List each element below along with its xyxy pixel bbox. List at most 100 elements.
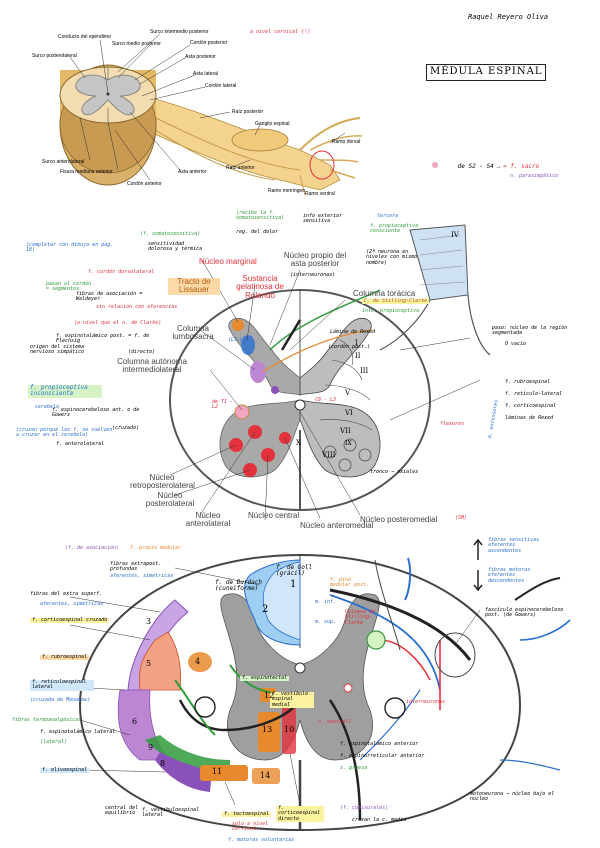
- label-nucleo-anterolateral: Núcleo anterolateral: [185, 511, 231, 529]
- label-nucleo-posterolateral: Núcleo posterolateral: [145, 491, 195, 509]
- legend-fibras-sensitivas: fibras sensitivas aferentes ascendentes: [488, 537, 540, 554]
- label-solo-nivel: solo a nivel cervical: [232, 821, 269, 833]
- label-b-grueso: s. gruesa: [340, 765, 368, 771]
- label-neurona-2: (2ª neurona en niveles con mismo nombre): [366, 249, 418, 266]
- label-raiz-anterior: Raíz anterior: [226, 165, 255, 171]
- tract-number: 13: [262, 725, 273, 734]
- label-l3-5: (L3-L5): [228, 337, 250, 343]
- label-columna-autonoma: Columna autónoma intermediolateral: [117, 357, 187, 375]
- label-fisura-media-ant: Fisura mediana anterior: [60, 169, 113, 175]
- label-surco-anterolateral: Surco anterolateral: [42, 159, 85, 165]
- lamina-numeral: VI: [345, 409, 353, 417]
- label-fibras-extra-post: fibras extrapost. profundas: [110, 561, 162, 573]
- label-conducto-ependimo: Conducto del epéndimo: [58, 34, 111, 40]
- label-surco-int-post: Surco intermedio posterior: [150, 29, 209, 35]
- label-cruzan: cruzan la c. media: [352, 817, 407, 823]
- label-tracto-reticulo: (cruzada de Monakow): [30, 697, 91, 703]
- label-motoneurona: motoneurona → núcleo bajo el núcleo: [470, 791, 555, 803]
- label-tercera: tercera: [377, 213, 399, 219]
- label-ganglio-espinal: Ganglio espinal: [255, 121, 290, 127]
- label-f-motoras: f. motoras voluntarias: [228, 837, 295, 843]
- lamina-numeral: V: [345, 389, 351, 397]
- tract-number: 1: [290, 579, 297, 590]
- label-central-equilibrio: central del equilibrio: [105, 805, 139, 817]
- label-nucleo-propio: Núcleo propio del asta posterior: [283, 251, 347, 269]
- label-reticuloespinal: f. reticuloespinal lateral: [30, 679, 94, 691]
- label-raiz-posterior: Raíz posterior: [232, 109, 264, 115]
- label-sm: (SM): [455, 515, 468, 521]
- label-nucleo-anteromedial: Núcleo anteromedial: [300, 521, 374, 530]
- label-flexores: flexores: [440, 421, 465, 427]
- label-burdach: f. de Burdach (cuneiforme): [215, 579, 262, 593]
- label-paso: paso: núcleo de la región segmentada: [492, 325, 568, 337]
- label-pino-medular: f. pino medular post.: [330, 577, 370, 589]
- label-origen-simpatico: origen del sistema nervioso simpático: [30, 344, 85, 356]
- label-aferentes-simetricas: aferentes, simétricas: [40, 601, 104, 607]
- label-m-inf: m. inf.: [315, 599, 337, 605]
- label-s2s4: de S2 - S4: [457, 163, 494, 170]
- label-asta-posterior: Asta posterior: [185, 54, 216, 60]
- label-cordon-post-paren: (cordón post.): [328, 344, 371, 350]
- label-info-exterior: info exterior sensitiva: [303, 213, 343, 225]
- label-nucleo-marginal: Núcleo marginal: [199, 257, 257, 266]
- tract-number: 10: [284, 725, 295, 734]
- label-corticoespinal-directo: f. corticoespinal directo: [276, 805, 324, 822]
- label-interneuronas: (interneuronas): [290, 272, 336, 278]
- note-completar: (completar con dibujo en pag. 18): [26, 242, 114, 254]
- lamina-numeral: X: [296, 439, 301, 447]
- lamina-numeral: I: [355, 339, 358, 347]
- label-ramo-ventral: Ramo ventral: [305, 191, 335, 197]
- label-espinotalamico-lat: f. espinotalámico lateral: [40, 729, 116, 735]
- label-c-stilling: C. de Stilling-Clarke: [362, 298, 430, 305]
- label-f-asociacion: (f. de asociación): [65, 545, 120, 551]
- label-espinotectal: f. espinotectal: [240, 675, 290, 682]
- label-cruzado: (cruzado): [112, 425, 140, 431]
- label-propio-medular: f. propio medular: [130, 545, 182, 551]
- label-recibe: (recibe la f. somatosensitiva): [236, 210, 285, 222]
- lamina-numeral: II: [355, 352, 361, 360]
- label-vestibuloespinal: f. vestibuloespinal lateral: [142, 807, 200, 819]
- note-cruzan-cerebelo: (cruzan porque las f. se vuelven a cruza…: [16, 427, 113, 439]
- label-sust-gelatinosa: Sustancia gelatinosa de Rolando: [236, 274, 284, 300]
- label-a-nivel: (a nivel que el n. de Clarke): [74, 320, 162, 326]
- s2s4-note: de S2 - S4 → = f. sacro: [432, 162, 539, 170]
- label-rubroespinal: f. rubroespinal: [40, 654, 90, 661]
- label-reg-dolor: reg. del dolor: [236, 229, 279, 235]
- label-olivoespinal: f. olivoespinal: [40, 767, 90, 774]
- label-vestibulo: f. vestíbulo espinal medial: [270, 691, 314, 708]
- label-corticoespinal-cruzado: f. corticoespinal cruzado: [30, 617, 110, 624]
- label-nucleo-central: Núcleo central: [248, 511, 300, 520]
- label-fibras-termo: fibras termoanalgésicas: [12, 717, 82, 723]
- label-fibras-extra-superf: fibras del extra superf.: [30, 591, 103, 597]
- label-propioceptiva-inconsciente: f. propioceptiva inconsciente: [28, 384, 102, 398]
- label-anterolateral: f. anterolateral: [56, 441, 105, 447]
- label-t1-l2: de T1 - L2: [212, 399, 234, 411]
- tract-number: 3: [146, 617, 152, 626]
- label-goll: f. de Goll (grácil): [276, 564, 313, 578]
- arrow-icon: →: [495, 164, 502, 170]
- label-cordon-dorsolateral: f. cordón dorsolateral: [88, 269, 155, 275]
- tract-number: 14: [260, 771, 271, 780]
- label-c8-l3: C8 - L3: [315, 397, 337, 403]
- main-title: MÉDULA ESPINAL: [426, 64, 547, 81]
- label-laminas: láminas de Rexed: [505, 415, 554, 421]
- tract-number: 6: [132, 717, 138, 726]
- label-propioceptiva-consciente: f. propioceptiva consciente: [370, 223, 419, 235]
- lamina-numeral: VIII: [322, 451, 336, 459]
- label-cordon-anterior: Cordón anterior: [127, 181, 162, 187]
- author-name: Raquel Reyero Oliva: [468, 13, 549, 21]
- label-cordon-lateral: Cordón lateral: [205, 83, 237, 89]
- label-ramo-meningeo: Ramo meníngeo: [268, 188, 305, 194]
- label-nivel-cervical: a nivel cervical (!): [250, 29, 311, 35]
- label-sacro: = f. sacro: [503, 163, 540, 170]
- lamina-numeral: VII: [340, 427, 351, 435]
- tract-number: 4: [195, 657, 201, 666]
- label-lamina-rexed: Lámina de Rexed: [330, 329, 376, 335]
- tract-number: 8: [160, 759, 166, 768]
- label-surco-medio-post: Surco medio posterior: [112, 41, 161, 47]
- rexed-cross-section: [169, 224, 491, 521]
- label-columna-stilling: Columna de Stilling-Clarke: [345, 609, 376, 626]
- label-aferentes: aferentes, simétricas: [110, 573, 174, 579]
- label-surco-posterolateral: Surco posterolateral: [32, 53, 77, 59]
